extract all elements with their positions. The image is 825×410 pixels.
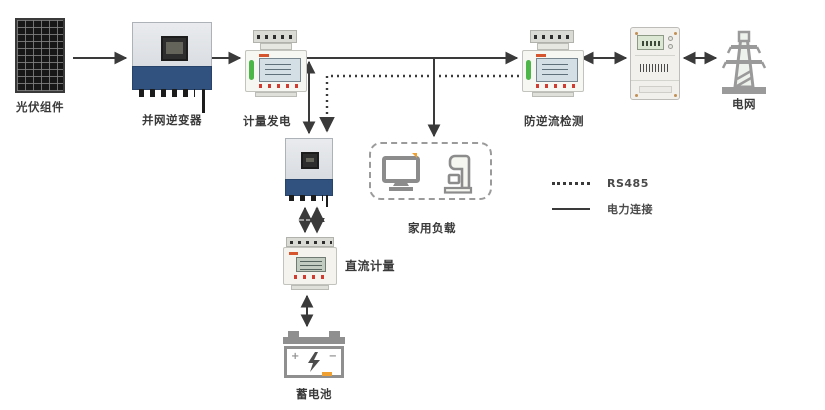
meter-brand-mark	[536, 54, 546, 57]
generation-meter-icon	[245, 30, 307, 97]
meter-lcd	[259, 58, 301, 82]
meter-brand-mark	[259, 54, 269, 57]
meter-led-row	[294, 275, 330, 279]
storage-inverter-icon	[285, 138, 333, 207]
inverter-blue-band	[285, 179, 333, 196]
meter-button	[668, 36, 673, 41]
meter-divider	[635, 55, 675, 56]
meter-barcode	[640, 64, 670, 72]
inverter-connectors	[139, 89, 195, 97]
battery-label: 蓄电池	[296, 387, 332, 401]
legend-row-power: 电力连接	[552, 200, 653, 218]
meter-base	[532, 92, 574, 97]
coffee-machine-icon	[443, 154, 473, 194]
inverter-label: 并网逆变器	[142, 113, 202, 127]
meter-divider	[631, 80, 679, 81]
power-line-sample	[552, 208, 590, 210]
meter-face	[245, 50, 307, 92]
battery-icon: + −	[283, 331, 345, 379]
battery-top-bar	[283, 337, 345, 344]
grid-inverter-icon	[132, 22, 212, 113]
meter-terminal-block	[253, 30, 297, 43]
meter-button	[668, 44, 673, 49]
meter-brand-mark	[289, 252, 298, 255]
legend: RS485 电力连接	[552, 174, 653, 226]
inverter-cable	[325, 195, 328, 207]
meter-face	[522, 50, 584, 92]
grid-label: 电网	[732, 97, 756, 111]
power-grid-tower-icon	[721, 30, 767, 94]
meter-terminal-block	[530, 30, 574, 43]
inverter-blue-band	[132, 66, 212, 90]
energy-meter-lcd	[637, 35, 664, 50]
meter-led-row	[536, 84, 578, 88]
legend-row-rs485: RS485	[552, 174, 653, 192]
meter-green-clip	[526, 60, 531, 80]
battery-terminal	[329, 331, 340, 338]
meter-green-clip	[249, 60, 254, 80]
household-load-label: 家用负载	[408, 221, 456, 235]
battery-minus-sign: −	[328, 351, 337, 362]
battery-plus-sign: +	[291, 351, 300, 362]
rs485-legend-label: RS485	[607, 176, 649, 190]
meter-led-row	[259, 84, 301, 88]
inverter-cable	[202, 89, 205, 113]
meter-lcd	[536, 58, 578, 82]
power-legend-label: 电力连接	[607, 203, 653, 216]
meter-step	[537, 43, 569, 50]
dc-meter-icon	[283, 237, 337, 290]
energy-meter-icon	[630, 27, 680, 100]
meter-screws	[635, 32, 638, 35]
meter-lower-panel	[639, 86, 672, 93]
battery-terminal	[288, 331, 299, 338]
meter-face	[283, 247, 337, 285]
gen-meter-label: 计量发电	[243, 114, 291, 128]
solar-panel-icon	[15, 18, 65, 93]
meter-base	[291, 285, 329, 290]
meter-lcd	[296, 257, 326, 272]
pv-label: 光伏组件	[16, 100, 64, 114]
meter-terminal-block	[286, 237, 334, 247]
link-rs485-anti-backflow-to-inverter2	[319, 74, 519, 133]
rs485-line-sample	[552, 181, 590, 185]
battery-body: + −	[284, 346, 344, 378]
inverter-display	[161, 36, 188, 61]
meter-step	[260, 43, 292, 50]
lightning-bolt-icon	[308, 352, 320, 372]
battery-warning-tab	[322, 372, 332, 376]
dc-meter-label: 直流计量	[345, 259, 396, 273]
monitor-icon	[382, 153, 420, 191]
meter-base	[255, 92, 297, 97]
anti-backflow-meter-icon	[522, 30, 584, 97]
inverter-connectors	[289, 195, 323, 201]
inverter-display	[301, 152, 319, 169]
anti-backflow-label: 防逆流检测	[524, 114, 584, 128]
